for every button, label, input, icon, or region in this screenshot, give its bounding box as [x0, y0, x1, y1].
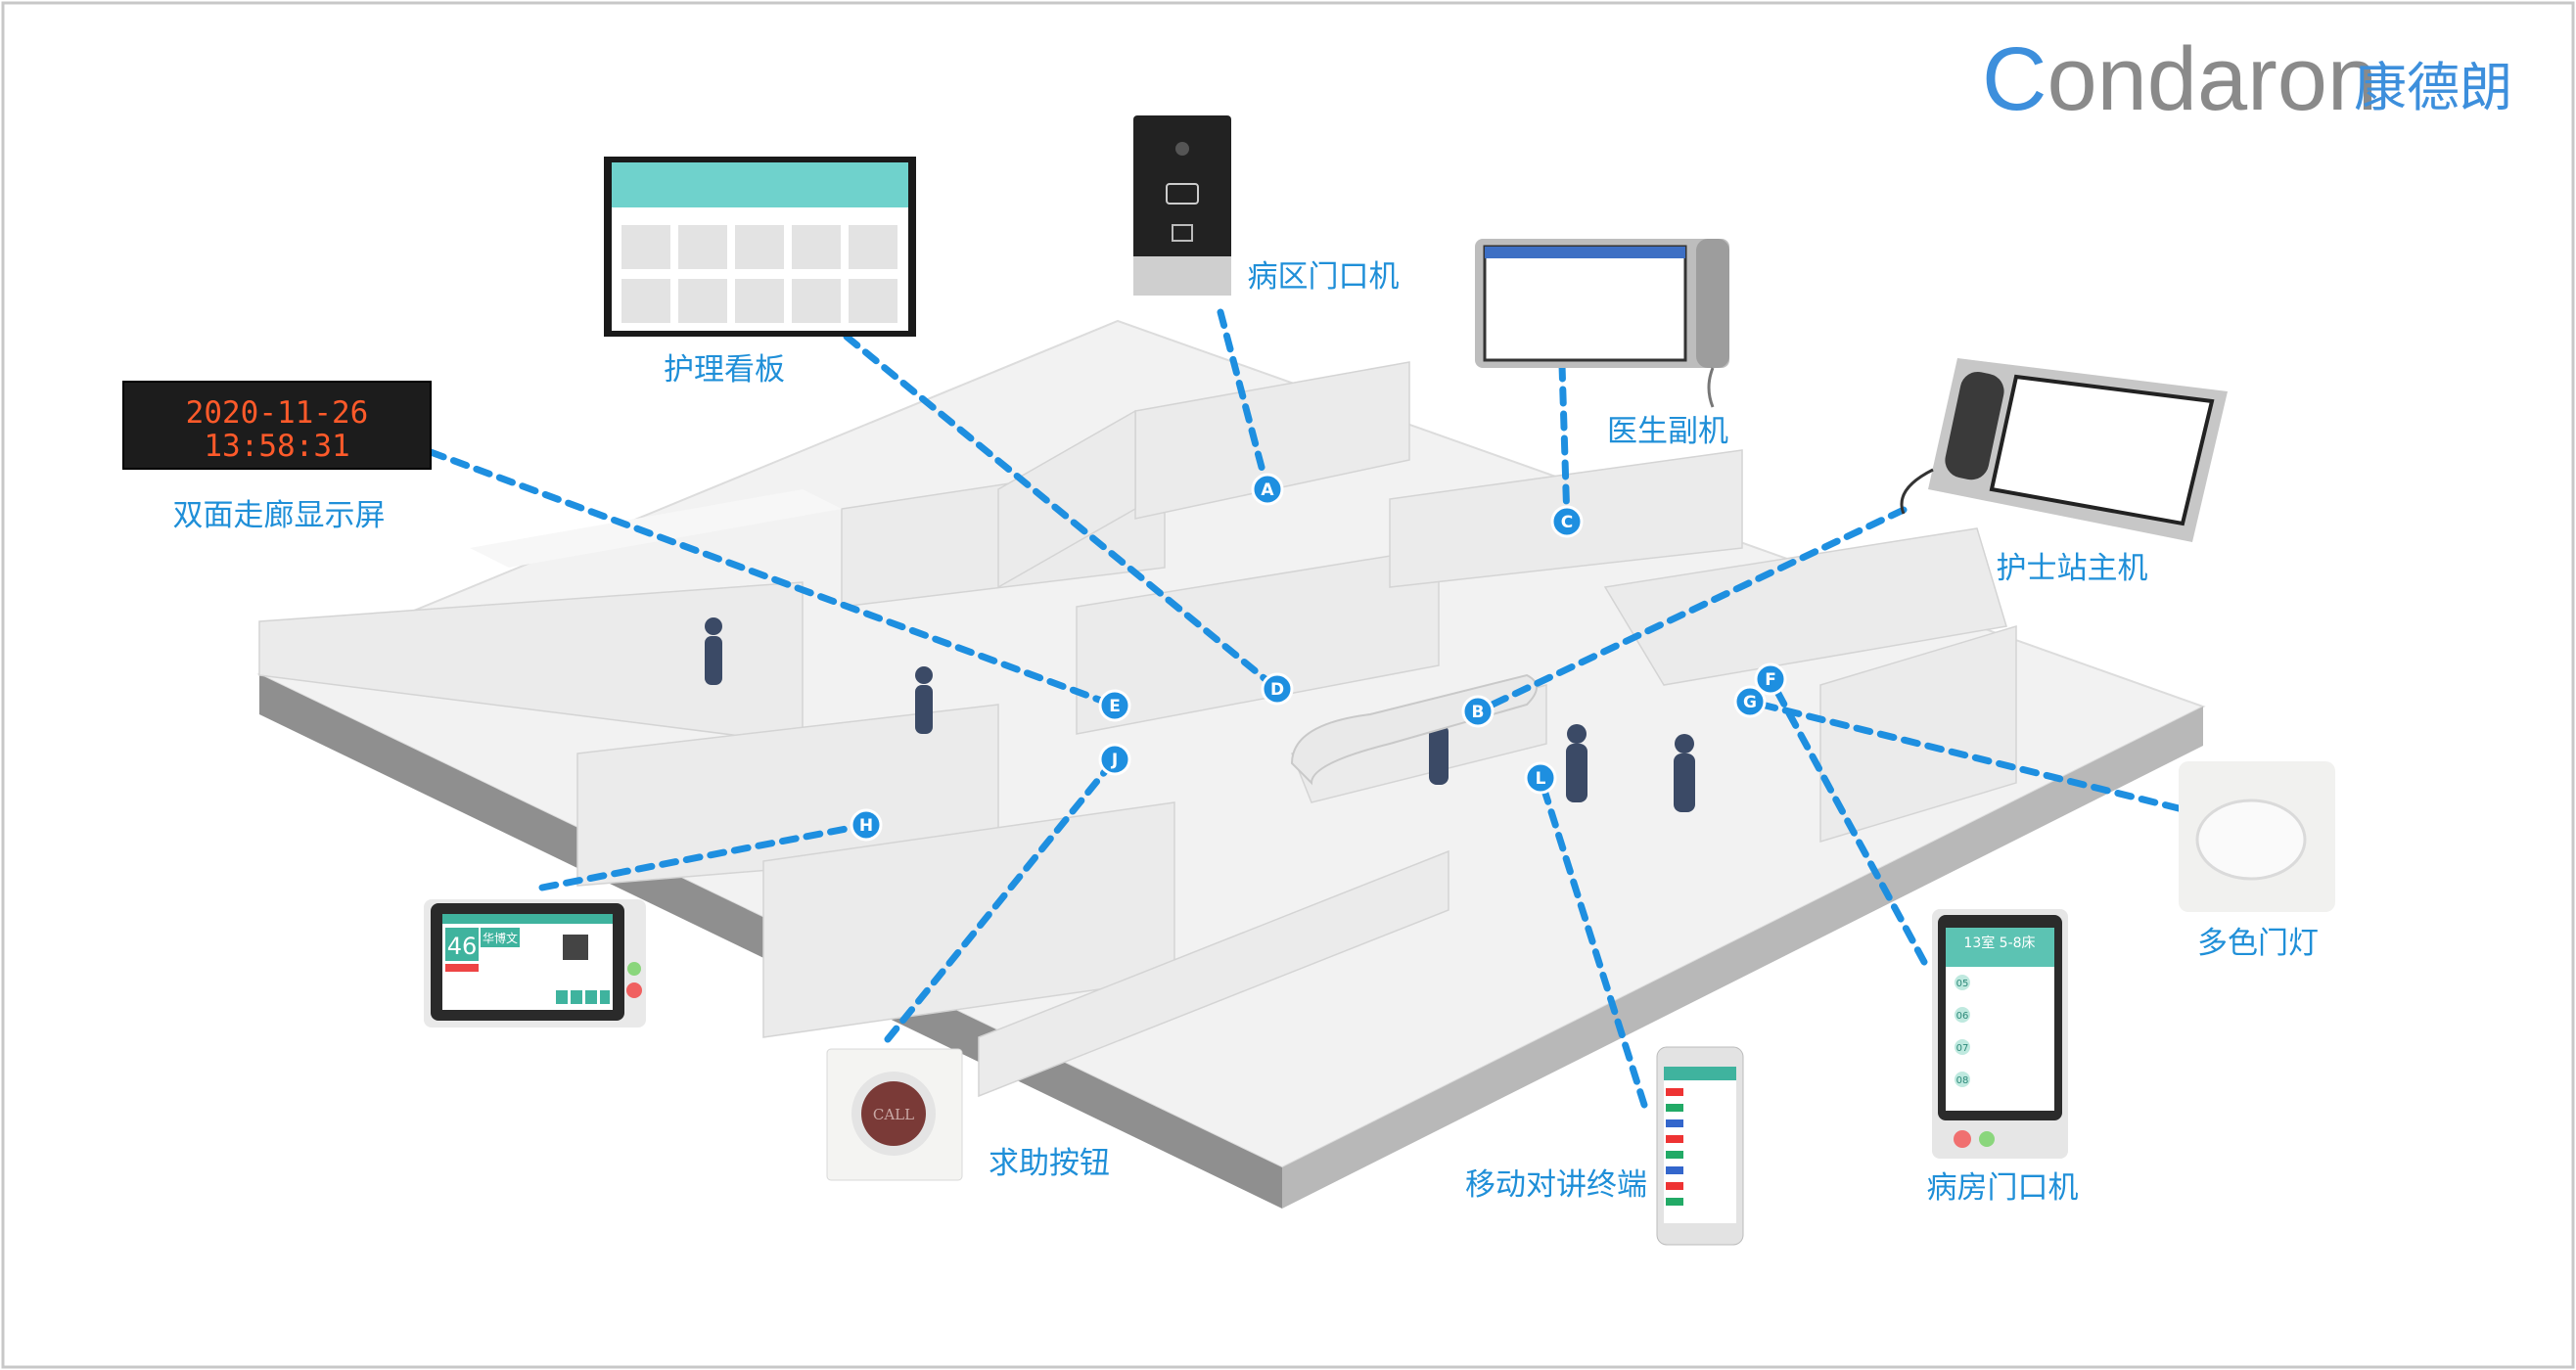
- label-doctor-sub-unit: 医生副机: [1607, 414, 1728, 449]
- room-door-screen-title: 13室 5-8床: [1963, 935, 2035, 951]
- bedside-patient-name: 华博文: [483, 931, 518, 945]
- led-date: 2020-11-26: [186, 395, 369, 431]
- floor-edge-right: [1282, 707, 2203, 1209]
- call-button-device: CALL: [826, 1048, 963, 1181]
- people-figures: [705, 617, 1695, 812]
- label-room-door-unit: 病房门口机: [1927, 1170, 2079, 1206]
- svg-text:05: 05: [1956, 979, 1969, 989]
- line-nursing-board: [843, 333, 1281, 693]
- led-time: 13:58:31: [204, 429, 349, 464]
- svg-text:L: L: [1536, 769, 1546, 789]
- svg-text:G: G: [1743, 693, 1757, 712]
- brand-latin-initial: C: [1982, 29, 2047, 129]
- svg-text:08: 08: [1956, 1075, 1969, 1086]
- floor-plan: [256, 319, 2206, 1209]
- svg-text:E: E: [1109, 697, 1121, 716]
- svg-text:A: A: [1261, 480, 1274, 500]
- svg-text:Condaron: Condaron: [1982, 29, 2377, 129]
- line-door-light: [1746, 698, 2183, 812]
- label-nursing-board: 护理看板: [664, 352, 785, 388]
- svg-text:J: J: [1111, 751, 1118, 770]
- label-ward-door-unit: 病区门口机: [1248, 259, 1400, 295]
- line-room-door-unit: [1767, 675, 1928, 966]
- svg-text:F: F: [1765, 670, 1776, 690]
- svg-text:C: C: [1561, 513, 1573, 532]
- room-walls: [258, 361, 2017, 1098]
- marker-h: H: [850, 808, 883, 842]
- marker-f: F: [1754, 662, 1787, 696]
- line-ward-door-unit: [1217, 308, 1271, 493]
- line-bedside-terminal: [538, 821, 870, 891]
- marker-a: A: [1251, 473, 1284, 506]
- bedside-terminal-device: 46 华博文: [424, 899, 646, 1028]
- mobile-terminal-device: [1656, 1046, 1744, 1246]
- svg-text:D: D: [1270, 680, 1284, 700]
- marker-c: C: [1550, 505, 1584, 538]
- label-call-button: 求助按钮: [989, 1146, 1110, 1181]
- marker-d: D: [1261, 672, 1294, 706]
- label-corridor-display: 双面走廊显示屏: [173, 498, 386, 533]
- line-doctor-sub-unit: [1558, 361, 1571, 525]
- bedside-bed-number: 46: [447, 933, 478, 960]
- markers: A B C D E F G H J L: [850, 473, 1787, 842]
- room-door-unit-device: 13室 5-8床 05 06 07 08: [1932, 909, 2068, 1159]
- line-mobile-terminal: [1537, 774, 1648, 1109]
- door-light-device: [2179, 761, 2335, 912]
- svg-text:H: H: [859, 816, 873, 836]
- marker-j: J: [1098, 743, 1131, 776]
- label-mobile-terminal: 移动对讲终端: [1465, 1167, 1647, 1203]
- label-door-light: 多色门灯: [2197, 926, 2319, 961]
- svg-text:07: 07: [1956, 1043, 1969, 1054]
- brand-chinese: 康德朗: [2354, 57, 2512, 118]
- marker-g: G: [1733, 685, 1767, 718]
- corridor-display-device: 2020-11-26 13:58:31: [122, 381, 432, 470]
- line-corridor-display: [427, 448, 1119, 709]
- brand-latin: ondaron: [2047, 29, 2377, 129]
- svg-text:06: 06: [1956, 1011, 1969, 1022]
- marker-b: B: [1461, 695, 1495, 728]
- brand-logo: Condaron 康德朗: [1982, 29, 2512, 129]
- line-call-button: [884, 755, 1119, 1043]
- nursing-board-device: [604, 157, 916, 337]
- marker-l: L: [1524, 761, 1557, 795]
- marker-e: E: [1098, 689, 1131, 722]
- svg-text:B: B: [1472, 703, 1485, 722]
- label-nurse-station-host: 护士站主机: [1997, 551, 2148, 586]
- call-button-text: CALL: [873, 1106, 914, 1123]
- connection-lines: [427, 308, 2183, 1109]
- line-nurse-station-host: [1474, 506, 1908, 715]
- nurse-station-host-device: [1900, 358, 2228, 542]
- ward-door-unit-device: [1133, 115, 1231, 296]
- doctor-sub-unit-device: [1475, 239, 1729, 408]
